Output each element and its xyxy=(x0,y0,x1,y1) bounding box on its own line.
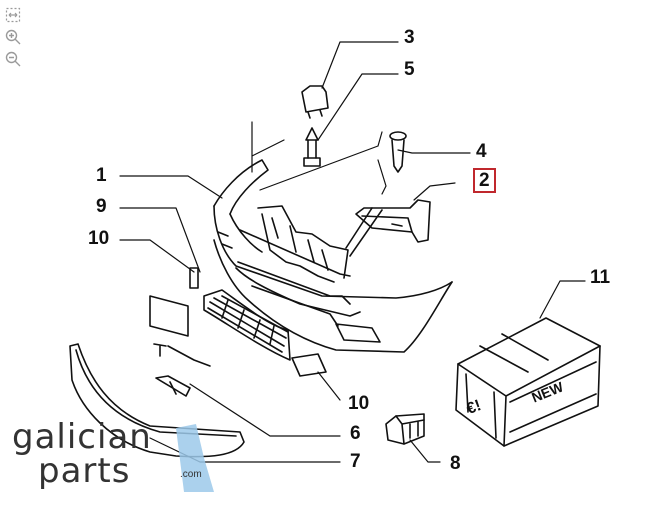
callout-3[interactable]: 3 xyxy=(404,27,415,48)
part-4-pin xyxy=(389,131,407,173)
callout-11[interactable]: 11 xyxy=(590,267,611,288)
callout-9[interactable]: 9 xyxy=(96,196,107,217)
callout-7[interactable]: 7 xyxy=(350,451,361,472)
zoom-in-icon[interactable] xyxy=(4,28,22,46)
part-6-screw xyxy=(153,343,211,397)
part-10-cover-upper xyxy=(189,267,199,289)
part-5-screw xyxy=(303,127,321,167)
part-10-cover-lower xyxy=(291,353,327,377)
logo-word-galician: galician xyxy=(12,417,152,457)
leader-lines xyxy=(119,41,586,463)
callout-10-lower[interactable]: 10 xyxy=(348,393,370,414)
zoom-out-icon[interactable] xyxy=(4,50,22,68)
callout-4[interactable]: 4 xyxy=(476,141,487,162)
callout-5[interactable]: 5 xyxy=(404,59,415,80)
part-1-bumper xyxy=(213,159,453,353)
part-9-grille xyxy=(203,289,291,361)
galicianparts-logo: galician parts .com xyxy=(8,418,228,493)
callout-6[interactable]: 6 xyxy=(350,423,361,444)
plate-holder xyxy=(149,295,189,337)
callout-1[interactable]: 1 xyxy=(96,165,107,186)
fit-to-screen-icon[interactable] xyxy=(4,6,22,24)
part-3-clip xyxy=(301,85,329,119)
callout-10-upper[interactable]: 10 xyxy=(88,228,110,249)
callout-8[interactable]: 8 xyxy=(450,453,461,474)
part-2-bracket xyxy=(355,199,431,243)
part-8-clip xyxy=(385,413,425,445)
callout-2-highlighted[interactable]: 2 xyxy=(473,168,496,193)
logo-suffix-com: .com xyxy=(180,469,202,480)
logo-accent-shape xyxy=(176,424,214,492)
logo-word-parts: parts xyxy=(38,451,131,491)
part-11-box xyxy=(455,317,601,447)
part-7-strip xyxy=(69,343,245,458)
